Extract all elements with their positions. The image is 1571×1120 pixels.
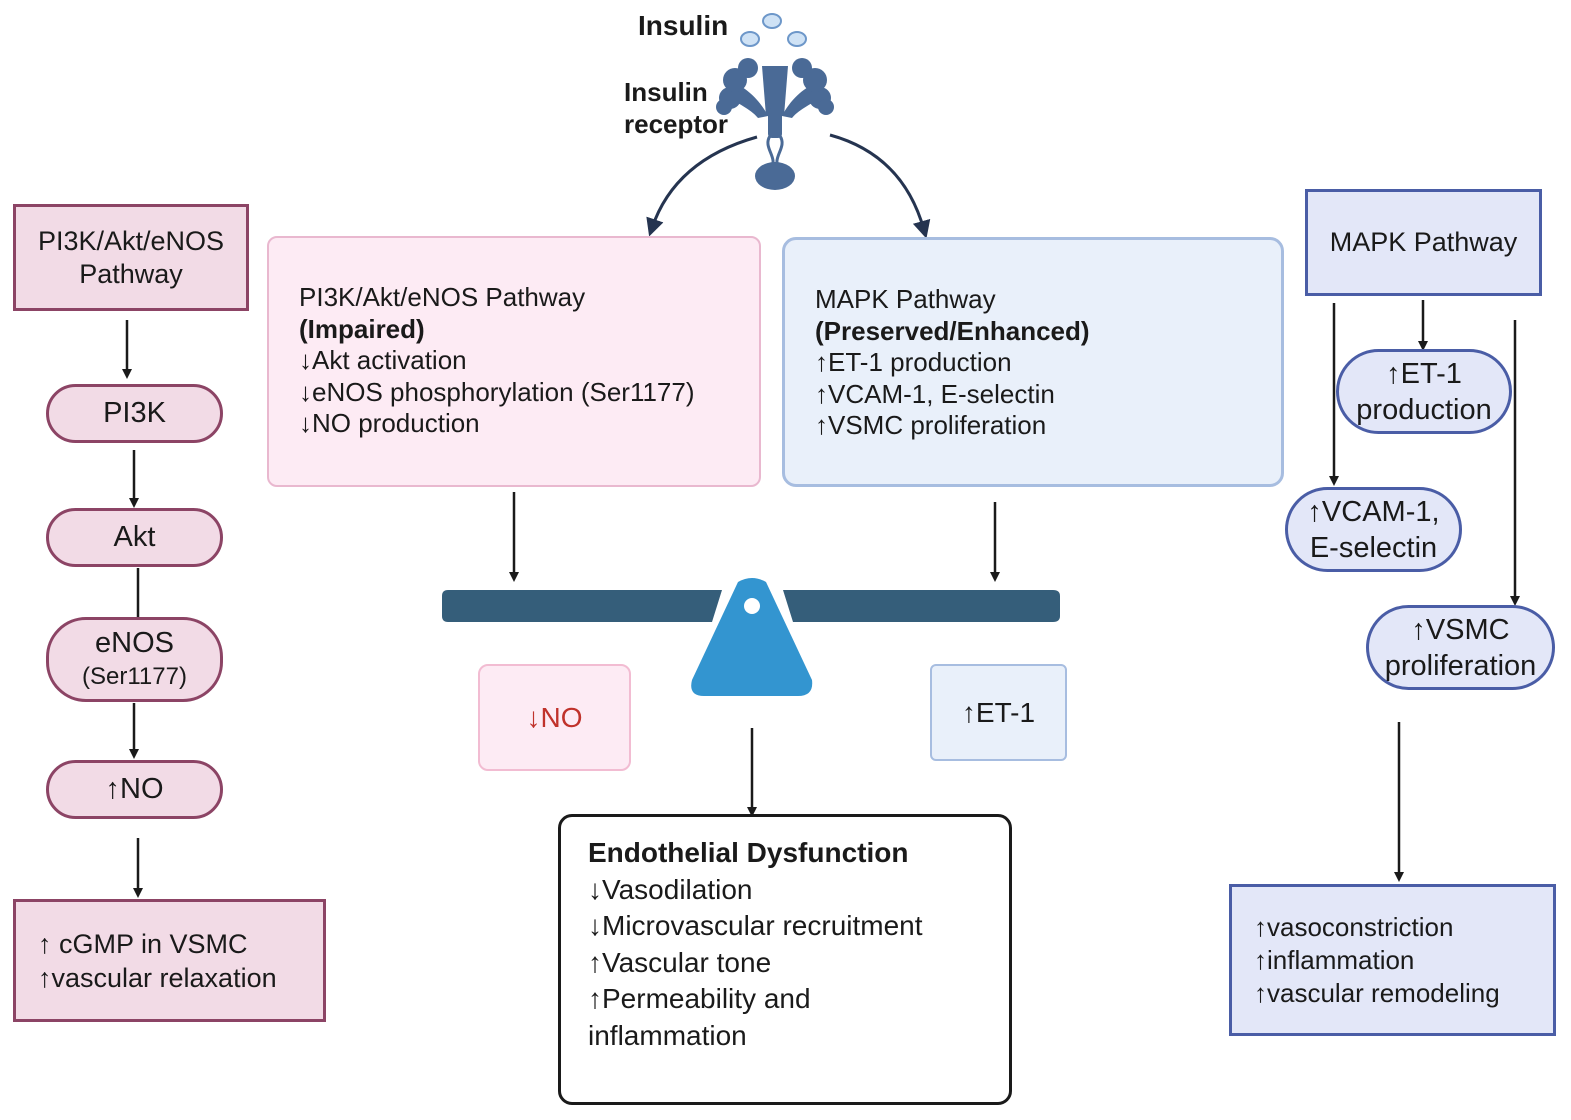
mapk-box-item-2: ↑VCAM-1, E-selectin [815,378,1055,409]
et1-node-line-1: ↑ET-1 [1386,357,1462,390]
outcome-title: Endothelial Dysfunction [588,837,909,868]
outcome-item-2: ↓Microvascular recruitment [588,910,923,941]
insulin-receptor-label: Insulin receptor [624,76,728,140]
enos-node: eNOS (Ser1177) [46,617,223,702]
balance-beam-right [783,590,1060,622]
mapk-box-status: (Preserved/Enhanced) [815,315,1090,346]
left-header-line-2: Pathway [79,258,183,289]
vcam-node-line-1: ↑VCAM-1, [1307,495,1440,528]
outcome-item-4: ↑Permeability and [588,983,811,1014]
no-node: ↑NO [46,760,223,819]
mapk-box-item-1: ↑ET-1 production [815,347,1012,377]
arrow-receptor-to-mapk [829,133,931,239]
outcome-item-1: ↓Vasodilation [588,873,753,905]
right-result-line-2: ↑inflammation [1254,944,1415,975]
pi3k-box-title: PI3K/Akt/eNOS Pathway [299,282,586,312]
mapk-enhanced-box: MAPK Pathway (Preserved/Enhanced) ↑ET-1 … [782,237,1284,487]
vsmc-proliferation-node: ↑VSMC proliferation [1366,605,1555,690]
et1-production-node: ↑ET-1 production [1336,349,1512,434]
mapk-box-title: MAPK Pathway [815,284,996,314]
pi3k-node: PI3K [46,384,223,443]
insulin-molecule-icon [740,13,807,47]
receptor-label-line-1: Insulin [624,77,708,107]
vsmc-node-line-1: ↑VSMC [1411,613,1510,646]
akt-node: Akt [46,508,223,567]
receptor-label-line-2: receptor [624,109,729,139]
pi3k-box-status: (Impaired) [299,313,425,344]
left-result-line-1: ↑ cGMP in VSMC [38,928,248,959]
left-header-line-1: PI3K/Akt/eNOS [37,225,225,256]
balance-fulcrum [691,578,813,696]
vcam-eselectin-node: ↑VCAM-1, E-selectin [1285,487,1462,572]
outcome-item-5: inflammation [588,1019,747,1051]
vcam-node-line-2: E-selectin [1309,531,1438,564]
left-result-box: ↑ cGMP in VSMC ↑vascular relaxation [13,899,326,1022]
pi3k-box-item-2: ↓eNOS phosphorylation (Ser1177) [299,376,695,407]
pi3k-box-item-1: ↓Akt activation [299,345,467,375]
enos-line-2: (Ser1177) [82,662,187,690]
left-pathway-header: PI3K/Akt/eNOS Pathway [13,204,249,311]
arrow-receptor-to-pi3k [646,135,758,237]
enos-line-1: eNOS [95,626,174,659]
right-pathway-header: MAPK Pathway [1305,189,1542,296]
right-result-line-3: ↑vascular remodeling [1254,977,1500,1008]
receptor-icon [716,58,834,190]
pi3k-box-item-3: ↓NO production [299,408,480,438]
pi3k-impaired-box: PI3K/Akt/eNOS Pathway (Impaired) ↓Akt ac… [267,236,761,487]
et1-increase-label: ↑ET-1 [961,696,1036,728]
balance-beam-left [442,590,722,622]
mapk-box-item-3: ↑VSMC proliferation [815,410,1047,440]
no-decrease-box: ↓NO [478,664,631,771]
balance-scale-icon [442,578,1060,696]
et1-increase-box: ↑ET-1 [930,664,1067,761]
endothelial-dysfunction-box: Endothelial Dysfunction ↓Vasodilation ↓M… [558,814,1012,1105]
left-result-line-2: ↑vascular relaxation [38,962,277,993]
et1-node-line-2: production [1356,393,1492,426]
right-result-box: ↑vasoconstriction ↑inflammation ↑vascula… [1229,884,1556,1036]
vsmc-node-line-2: proliferation [1384,649,1537,682]
insulin-receptor-illustration [716,13,834,190]
right-result-line-1: ↑vasoconstriction [1254,911,1454,942]
outcome-item-3: ↑Vascular tone [588,946,772,978]
no-decrease-label: ↓NO [526,701,583,733]
insulin-label: Insulin [638,10,729,41]
